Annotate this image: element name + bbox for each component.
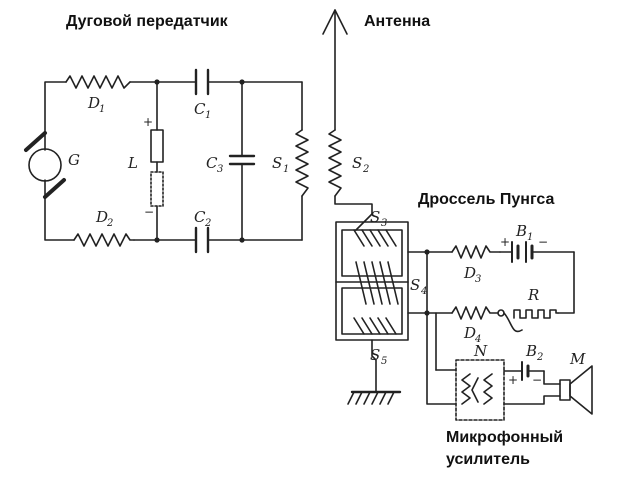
microphone-m-symbol: [559, 365, 593, 415]
label-s5-sub: 5: [381, 356, 387, 367]
label-b2: B: [525, 342, 537, 360]
mic-amplifier-caption-line1: Микрофонный: [446, 429, 564, 446]
label-g: G: [68, 151, 80, 169]
label-c1: C: [194, 100, 206, 118]
label-s4-sub: 4: [420, 286, 427, 297]
b2-minus: −: [532, 373, 542, 387]
mic-amplifier-n-box: [455, 359, 505, 421]
label-r: R: [527, 286, 539, 304]
arc-transmitter-caption: Дуговой передатчик: [66, 13, 228, 30]
winding-s3-symbol: [353, 213, 397, 247]
capacitor-c2-symbol: [194, 226, 210, 254]
label-s3-sub: 3: [381, 218, 387, 229]
component-labels: G D 1 D 2 C 1 C 2 C 3 L + − S 1 S 2 S 3 …: [68, 94, 586, 387]
label-c1-sub: 1: [205, 110, 211, 121]
coil-s1-symbol: [295, 129, 309, 197]
label-c3-sub: 3: [217, 164, 223, 175]
label-d1: D: [87, 94, 100, 112]
battery-b1-symbol: [499, 241, 575, 263]
poulsen-choke-caption: Дроссель Пунгса: [418, 191, 555, 208]
label-d2-sub: 2: [106, 218, 113, 229]
label-d2: D: [95, 208, 108, 226]
resistor-d1-symbol: [65, 75, 131, 89]
battery-b2-symbol: [503, 361, 545, 381]
winding-s5-symbol: [353, 317, 397, 335]
label-c3: C: [206, 154, 218, 172]
antenna-symbol: [322, 9, 348, 131]
inductor-l-lower-block: [150, 171, 164, 207]
label-s3: S: [370, 208, 380, 226]
winding-s4-symbol: [355, 261, 399, 305]
rheostat-r-symbol: [497, 309, 559, 333]
label-d4: D: [463, 324, 476, 342]
label-b1-sub: 1: [527, 232, 533, 243]
capacitor-c3-symbol: [228, 154, 256, 166]
label-m: M: [569, 350, 586, 368]
l-minus: −: [144, 205, 154, 219]
b2-plus: +: [508, 373, 518, 387]
antenna-caption: Антенна: [364, 13, 431, 30]
label-b1: B: [515, 222, 527, 240]
resistor-d2-symbol: [73, 233, 135, 247]
label-d3: D: [463, 264, 476, 282]
label-d1-sub: 1: [99, 104, 105, 115]
label-s4: S: [410, 276, 420, 294]
label-s2: S: [352, 154, 362, 172]
capacitor-c1-symbol: [194, 68, 210, 96]
mic-amplifier-caption-line2: усилитель: [446, 451, 530, 468]
resistor-d4-symbol: [451, 306, 499, 320]
ground-symbol: [347, 339, 402, 405]
label-d4-sub: 4: [474, 334, 481, 345]
inductor-l-upper-block: [150, 129, 164, 163]
label-d3-sub: 3: [475, 274, 481, 285]
l-plus: +: [143, 115, 153, 129]
label-b2-sub: 2: [536, 352, 543, 363]
label-n: N: [473, 342, 488, 360]
b1-minus: −: [538, 235, 548, 249]
label-l: L: [127, 154, 138, 172]
label-s1: S: [272, 154, 282, 172]
label-c2-sub: 2: [204, 218, 211, 229]
label-c2: C: [194, 208, 206, 226]
label-s1-sub: 1: [283, 164, 289, 175]
generator-symbol: [24, 131, 66, 199]
b1-plus: +: [500, 235, 510, 249]
label-s2-sub: 2: [362, 164, 369, 175]
coil-s2-symbol: [328, 129, 342, 197]
label-s5: S: [370, 346, 380, 364]
transmitter-wiring: [44, 81, 303, 241]
resistor-d3-symbol: [451, 245, 501, 259]
